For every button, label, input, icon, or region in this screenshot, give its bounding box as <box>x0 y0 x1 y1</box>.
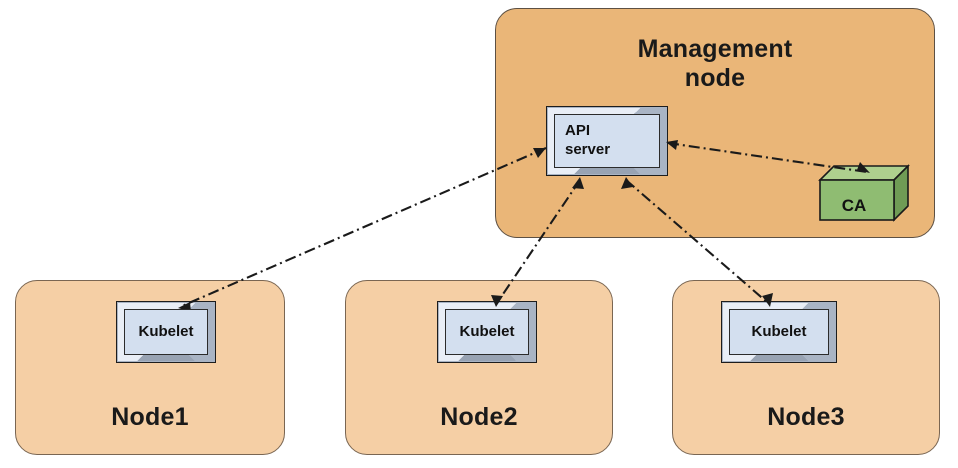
management-node-title: Management node <box>637 35 793 92</box>
api-server-inner: API server <box>554 114 660 168</box>
node2-kubelet-box[interactable]: Kubelet <box>437 301 537 363</box>
node3-title: Node3 <box>767 403 845 432</box>
node3-kubelet-label: Kubelet <box>751 322 807 340</box>
node1-title: Node1 <box>111 403 189 432</box>
node3-kubelet-inner: Kubelet <box>729 309 829 355</box>
node1-kubelet-box[interactable]: Kubelet <box>116 301 216 363</box>
api-server-label: API server <box>565 122 611 158</box>
node3-kubelet-box[interactable]: Kubelet <box>721 301 837 363</box>
node1-kubelet-inner: Kubelet <box>124 309 208 355</box>
node2-kubelet-inner: Kubelet <box>445 309 529 355</box>
node2-title: Node2 <box>440 403 518 432</box>
node1-kubelet-label: Kubelet <box>138 322 194 340</box>
node2-kubelet-label: Kubelet <box>459 322 515 340</box>
api-server-box[interactable]: API server <box>546 106 668 176</box>
ca-box[interactable]: CA <box>818 164 910 222</box>
